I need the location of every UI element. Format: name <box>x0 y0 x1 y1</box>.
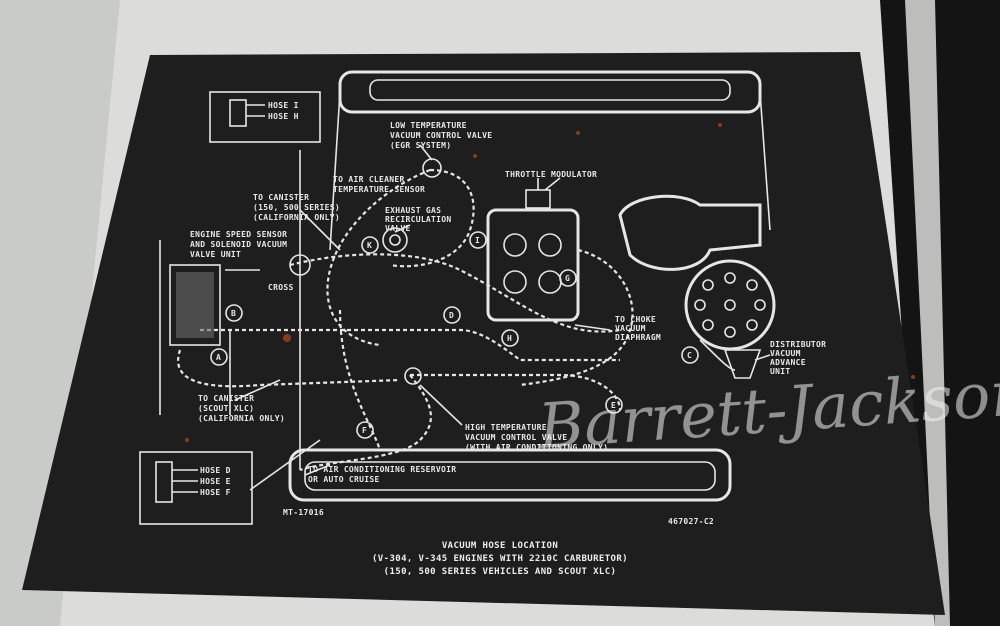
low-temp-label-3: (EGR SYSTEM) <box>390 141 451 150</box>
distributor-label-3: ADVANCE <box>770 358 806 367</box>
hose-h-label: HOSE H <box>268 112 299 121</box>
hose-f-label: HOSE F <box>200 488 231 497</box>
distributor-label-1: DISTRIBUTOR <box>770 340 826 349</box>
high-temp-label-1: HIGH TEMPERATURE <box>465 423 547 432</box>
speed-sensor-label-3: VALVE UNIT <box>190 250 241 259</box>
high-temp-label-2: VACUUM CONTROL VALVE <box>465 433 567 442</box>
distributor <box>684 259 776 379</box>
leader-lines <box>225 144 771 491</box>
canister-ca-label-2: (150, 500 SERIES) <box>253 203 340 212</box>
callout-f: F <box>362 426 367 435</box>
distributor-label-2: VACUUM <box>770 349 801 358</box>
vacuum-hoses <box>177 150 736 472</box>
egr-label-3: VALVE <box>385 224 411 233</box>
low-temp-label-1: LOW TEMPERATURE <box>390 121 467 130</box>
caption-line-3: (150, 500 SERIES VEHICLES AND SCOUT XLC) <box>384 567 617 577</box>
intake-manifold-outline <box>288 448 732 502</box>
canister-scout-label-3: (CALIFORNIA ONLY) <box>198 414 285 423</box>
water-pump-outline <box>618 194 762 271</box>
choke-label-1: TO CHOKE <box>615 315 656 324</box>
hose-d-label: HOSE D <box>200 466 231 475</box>
hose-i-label: HOSE I <box>268 101 299 110</box>
callout-g: G <box>565 274 570 283</box>
choke-label-3: DIAPHRAGM <box>615 333 661 342</box>
caption-line-1: VACUUM HOSE LOCATION <box>442 541 558 551</box>
distributor-label-4: UNIT <box>770 367 790 376</box>
throttle-modulator-label: THROTTLE MODULATOR <box>505 170 597 179</box>
callout-b: B <box>231 309 236 318</box>
air-cleaner-outline <box>329 70 771 251</box>
egr-valve <box>382 227 408 253</box>
air-cleaner-label-1: TO AIR CLEANER <box>333 175 405 184</box>
canister-ca-label-1: TO CANISTER <box>253 193 309 202</box>
low-temp-label-2: VACUUM CONTROL VALVE <box>390 131 492 140</box>
callout-e: E <box>611 401 616 410</box>
callouts: A B C D E F G H I K <box>210 231 699 439</box>
callout-k: K <box>367 241 372 250</box>
throttle-modulator <box>525 178 551 209</box>
cross-label: CROSS <box>268 283 294 292</box>
egr-label-1: EXHAUST GAS <box>385 206 441 215</box>
panel-gap <box>905 0 950 626</box>
callout-d: D <box>449 311 454 320</box>
rust-specks <box>185 123 915 442</box>
ac-label-1: TO AIR CONDITIONING RESERVOIR <box>308 465 456 474</box>
canister-ca-label-3: (CALIFORNIA ONLY) <box>253 213 340 222</box>
speed-sensor-label-2: AND SOLENOID VACUUM <box>190 240 287 249</box>
hose-ih-inset <box>209 91 321 143</box>
callout-h: H <box>507 334 512 343</box>
cross-fitting <box>289 254 311 276</box>
air-cleaner-label-2: TEMPERATURE SENSOR <box>333 185 425 194</box>
callout-c: C <box>687 351 692 360</box>
callout-i: I <box>475 236 480 245</box>
part-number-right: 467027-C2 <box>668 517 714 526</box>
speed-sensor-unit <box>159 240 221 415</box>
egr-label-2: RECIRCULATION <box>385 215 452 224</box>
canister-scout-label-2: (SCOUT XLC) <box>198 404 254 413</box>
hose-e-label: HOSE E <box>200 477 231 486</box>
part-number-left: MT-17016 <box>283 508 324 517</box>
ac-label-2: OR AUTO CRUISE <box>308 475 380 484</box>
speed-sensor-label-1: ENGINE SPEED SENSOR <box>190 230 287 239</box>
high-temp-label-3: (WITH AIR CONDITIONING ONLY) <box>465 443 608 452</box>
canister-scout-label-1: TO CANISTER <box>198 394 254 403</box>
choke-label-2: VACUUM <box>615 324 646 333</box>
high-temp-valve <box>404 367 422 385</box>
left-panel-edge <box>0 0 120 626</box>
caption-line-2: (V-304, V-345 ENGINES WITH 2210C CARBURE… <box>372 554 628 564</box>
callout-a: A <box>216 353 221 362</box>
